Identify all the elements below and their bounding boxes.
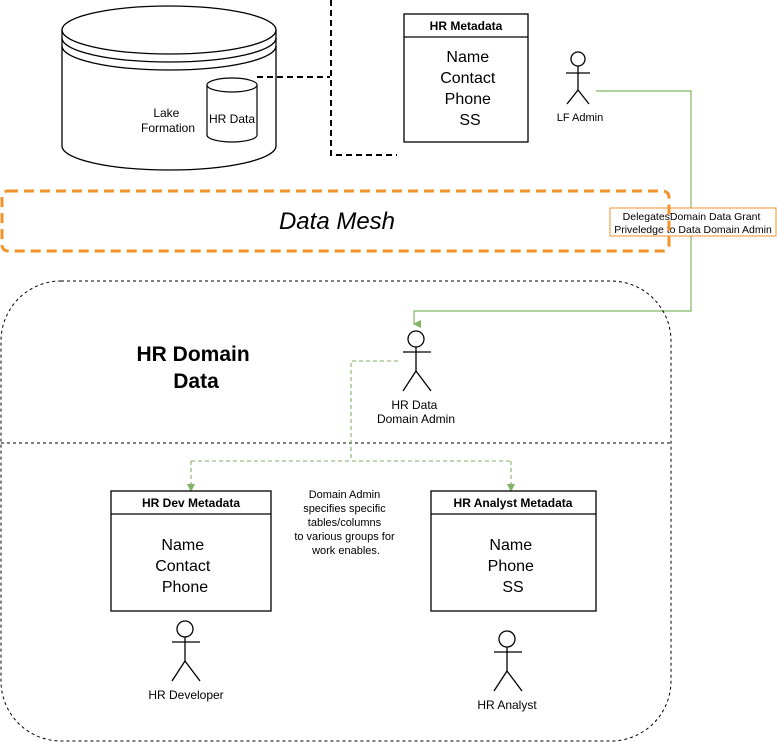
admin-note: Domain Admin specifies specific tables/c… bbox=[294, 489, 397, 557]
dashed-bracket-connector bbox=[257, 0, 397, 156]
delegation-note: DelegatesDomain Data Grant Priveledge to… bbox=[609, 207, 777, 237]
lake-formation-cylinder: Lake Formation bbox=[61, 5, 277, 171]
hr-developer-label: HR Developer bbox=[148, 688, 223, 702]
hr-analyst-actor bbox=[493, 630, 523, 692]
hr-data-label: HR Data bbox=[209, 112, 255, 126]
data-mesh-band: Data Mesh bbox=[0, 189, 671, 253]
hr-metadata-title: HR Metadata bbox=[430, 19, 503, 33]
svg-text:DelegatesDomain Data Grant: DelegatesDomain Data Grant Priveledge to… bbox=[614, 211, 772, 236]
hr-analyst-metadata-table: HR Analyst Metadata Name Phone SS bbox=[430, 490, 597, 612]
hr-dev-metadata-table: HR Dev Metadata Name Contact Phone bbox=[110, 490, 272, 612]
hr-dev-metadata-fields: Name Contact Phone bbox=[155, 537, 215, 596]
hr-metadata-table: HR Metadata Name Contact Phone SS bbox=[403, 13, 529, 143]
hr-developer-actor bbox=[171, 620, 201, 682]
hr-analyst-metadata-title: HR Analyst Metadata bbox=[454, 496, 573, 510]
data-mesh-label: Data Mesh bbox=[279, 208, 395, 235]
hr-metadata-fields: Name Contact Phone SS bbox=[440, 49, 500, 129]
delegation-link bbox=[413, 90, 692, 328]
analyst-arrow-head bbox=[507, 484, 515, 492]
hr-data-database: HR Data bbox=[206, 77, 258, 143]
dev-arrow-head bbox=[187, 484, 195, 492]
hr-domain-title: HR Domain Data bbox=[136, 343, 255, 393]
hr-domain-container bbox=[0, 280, 673, 742]
hr-analyst-metadata-fields: Name Phone SS bbox=[488, 537, 539, 596]
hr-analyst-label: HR Analyst bbox=[477, 698, 537, 712]
hr-dev-metadata-title: HR Dev Metadata bbox=[142, 496, 240, 510]
domain-admin-label: HR Data Domain Admin bbox=[377, 398, 455, 426]
lf-admin-label: LF Admin bbox=[557, 112, 603, 124]
domain-admin-actor bbox=[402, 330, 432, 392]
distribution-link bbox=[190, 360, 512, 487]
lake-formation-label: Lake Formation bbox=[141, 106, 195, 135]
lf-admin-actor bbox=[566, 51, 590, 105]
